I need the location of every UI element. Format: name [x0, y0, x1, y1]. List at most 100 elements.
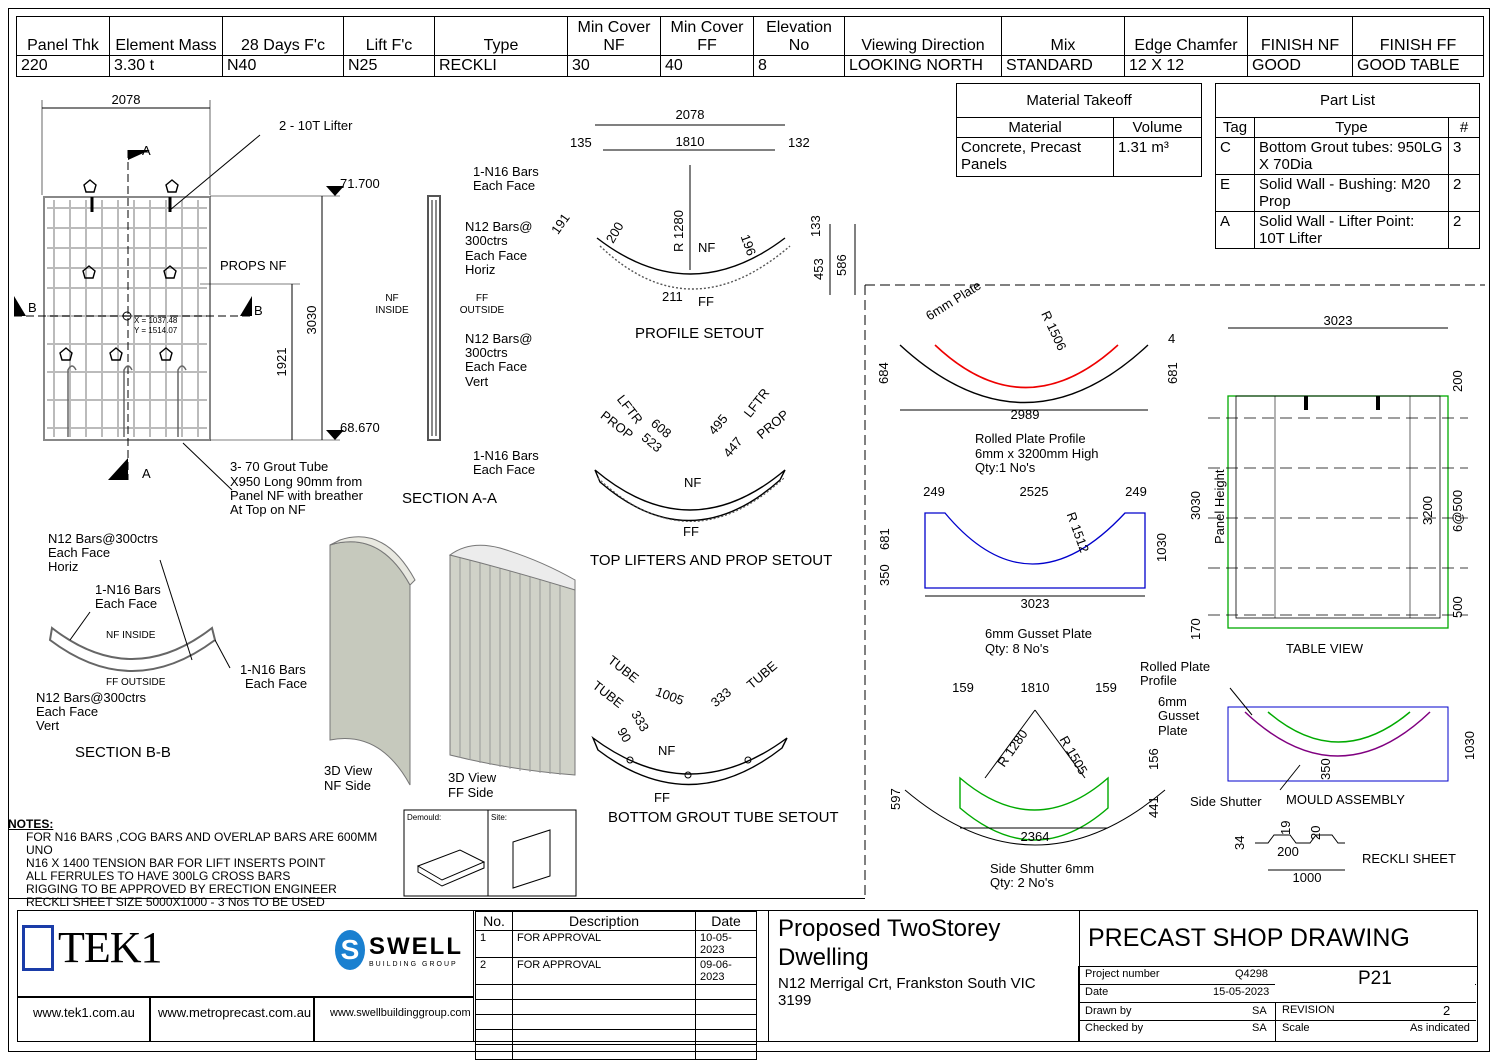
- svg-text:NF: NF: [684, 475, 701, 490]
- svg-text:3200: 3200: [1420, 496, 1435, 525]
- panel-schedule-table: Panel Thk Element Mass 28 Days F'c Lift …: [16, 16, 1484, 77]
- svg-text:Each Face: Each Face: [473, 178, 535, 193]
- cell: Solid Wall - Bushing: M20 Prop: [1254, 174, 1449, 212]
- svg-text:1005: 1005: [654, 684, 686, 708]
- svg-text:1030: 1030: [1154, 533, 1169, 562]
- section-title: SECTION A-A: [402, 490, 497, 507]
- svg-text:249: 249: [1125, 484, 1147, 499]
- swell-logo-text: SWELL: [369, 932, 463, 960]
- drawn-value: SA: [1252, 1005, 1267, 1017]
- svg-text:Each Face: Each Face: [95, 596, 157, 611]
- tek1-logo-text: TEK1: [58, 923, 163, 972]
- svg-text:Each Face: Each Face: [473, 462, 535, 477]
- svg-text:Rolled Plate: Rolled Plate: [1140, 659, 1210, 674]
- svg-text:N12 Bars@300ctrs: N12 Bars@300ctrs: [48, 531, 159, 546]
- swell-link[interactable]: www.swellbuildinggroup.com: [330, 1007, 471, 1019]
- svg-text:350: 350: [877, 564, 892, 586]
- svg-text:TUBE: TUBE: [605, 652, 642, 685]
- svg-text:211: 211: [662, 289, 683, 304]
- svg-text:Horiz: Horiz: [465, 262, 495, 277]
- side-shutter: 159 1810 159 R 1280 R 1505 597 156 441 2…: [888, 680, 1166, 890]
- note-item: N16 X 1400 TENSION BAR FOR LIFT INSERTS …: [26, 856, 326, 870]
- svg-text:Side Shutter: Side Shutter: [1190, 794, 1262, 809]
- svg-text:NF Side: NF Side: [324, 778, 371, 793]
- svg-text:500: 500: [1450, 596, 1465, 618]
- swell-s-icon: S: [335, 930, 365, 970]
- cell: Concrete, Precast Panels: [956, 137, 1114, 177]
- svg-text:6mm Plate: 6mm Plate: [923, 278, 984, 324]
- notes-block: NOTES: FOR N16 BARS ,COG BARS AND OVERLA…: [8, 818, 398, 909]
- svg-text:OUTSIDE: OUTSIDE: [460, 305, 505, 316]
- swell-logo: S SWELL BUILDING GROUP: [335, 930, 463, 970]
- svg-text:NF: NF: [658, 743, 675, 758]
- url-cell: [17, 996, 151, 1042]
- cell: GOOD TABLE: [1352, 55, 1484, 77]
- section-a-marker: A: [142, 143, 151, 158]
- svg-text:FF: FF: [654, 790, 670, 805]
- section-a-marker: A: [142, 466, 151, 481]
- scale-value: As indicated: [1410, 1022, 1470, 1034]
- tek1-link[interactable]: www.tek1.com.au: [33, 1005, 135, 1020]
- svg-text:2364: 2364: [1021, 829, 1050, 844]
- svg-text:1-N16 Bars: 1-N16 Bars: [473, 448, 539, 463]
- cell: RECKLI: [434, 55, 568, 77]
- svg-text:333: 333: [628, 708, 652, 734]
- svg-text:TUBE: TUBE: [744, 658, 780, 692]
- table-title: Material Takeoff: [956, 83, 1202, 118]
- col-header: Description: [512, 911, 696, 931]
- drawing-title: PRECAST SHOP DRAWING: [1088, 924, 1410, 952]
- date-value: 15-05-2023: [1213, 986, 1270, 998]
- svg-text:R 1512: R 1512: [1064, 510, 1092, 555]
- note-item: FOR N16 BARS ,COG BARS AND OVERLAP BARS …: [26, 830, 378, 857]
- svg-text:1-N16 Bars: 1-N16 Bars: [240, 662, 306, 677]
- project-address: N12 Merrigal Crt, Frankston South VIC 31…: [778, 975, 1036, 1009]
- table-title: Part List: [1215, 83, 1480, 118]
- col-header: FINISH FF: [1352, 16, 1484, 56]
- cell: 3: [1448, 137, 1480, 175]
- panel-elevation: 2078 A A B B X = 1037.48 Y = 1514.07: [14, 92, 380, 517]
- svg-text:441: 441: [1146, 796, 1161, 818]
- profile-setout: 2078 1810 135 132 191 200 R 1280 NF 196 …: [548, 107, 856, 342]
- svg-text:Profile: Profile: [1140, 673, 1177, 688]
- svg-text:191: 191: [548, 211, 573, 237]
- grout-note: 3- 70 Grout Tube: [230, 459, 328, 474]
- svg-text:200: 200: [1450, 370, 1465, 392]
- svg-text:300ctrs: 300ctrs: [465, 345, 508, 360]
- project-title: Proposed TwoStorey Dwelling: [778, 915, 1001, 971]
- tek1-logo: TEK1: [22, 922, 163, 973]
- svg-text:586: 586: [834, 254, 849, 276]
- svg-text:684: 684: [876, 362, 891, 384]
- col-header: Min Cover FF: [660, 16, 754, 56]
- svg-text:TUBE: TUBE: [590, 678, 627, 711]
- cell: LOOKING NORTH: [844, 55, 1002, 77]
- sheet-number: P21: [1358, 968, 1392, 989]
- svg-text:R 1280: R 1280: [994, 727, 1030, 770]
- svg-text:447: 447: [720, 434, 745, 460]
- svg-text:156: 156: [1146, 748, 1161, 770]
- svg-text:Plate: Plate: [1158, 723, 1188, 738]
- view-3d-nf: 3D View NF Side: [324, 536, 416, 793]
- svg-text:PROP: PROP: [754, 407, 792, 442]
- note-item: ALL FERRULES TO HAVE 300LG CROSS BARS: [26, 869, 291, 883]
- revision-value: 2: [1443, 1003, 1451, 1018]
- view-3d-ff: 3D View FF Side: [448, 544, 576, 800]
- section-bb: N12 Bars@300ctrs Each Face Horiz 1-N16 B…: [36, 531, 307, 761]
- svg-text:249: 249: [923, 484, 945, 499]
- notes-title: NOTES:: [8, 817, 54, 831]
- svg-text:Gusset: Gusset: [1158, 708, 1200, 723]
- svg-text:Site:: Site:: [491, 813, 507, 822]
- svg-text:NF INSIDE: NF INSIDE: [106, 630, 156, 641]
- drawn-label: Drawn by: [1085, 1005, 1132, 1017]
- project-number: Q4298: [1235, 968, 1269, 980]
- cell: GOOD: [1247, 55, 1353, 77]
- svg-text:Each Face: Each Face: [465, 248, 527, 263]
- svg-text:200: 200: [603, 219, 627, 245]
- metroprecast-link[interactable]: www.metroprecast.com.au: [158, 1005, 312, 1020]
- col-header: No.: [475, 911, 513, 931]
- svg-text:6mm Gusset Plate: 6mm Gusset Plate: [985, 626, 1092, 641]
- cell: 220: [16, 55, 110, 77]
- svg-text:FF OUTSIDE: FF OUTSIDE: [106, 677, 166, 688]
- cell: Solid Wall - Lifter Point: 10T Lifter: [1254, 211, 1449, 249]
- top-lifters-setout: LFTR PROP 608 523 LFTR 495 447 PROP NF F…: [590, 385, 832, 569]
- url-cell: [313, 996, 474, 1042]
